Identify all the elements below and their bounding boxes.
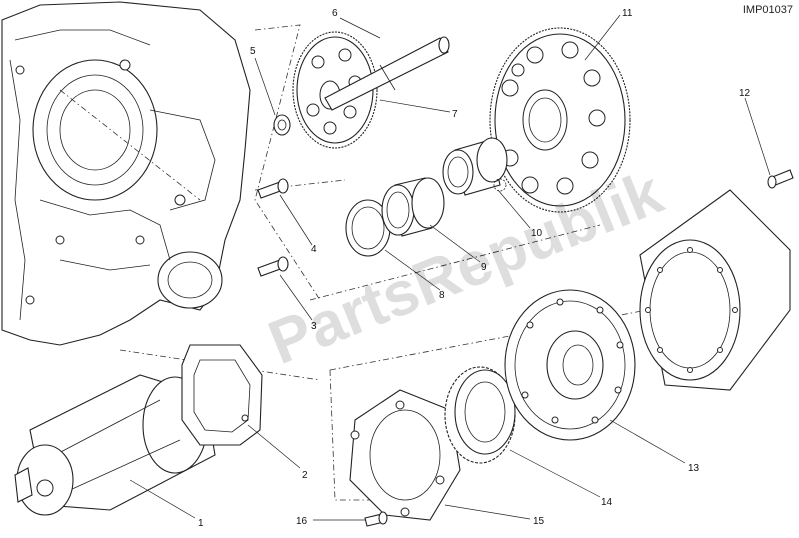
callout-14: 14 [601, 497, 613, 508]
callout-11: 11 [622, 8, 633, 19]
screw-3 [257, 256, 289, 277]
screw-4 [257, 178, 289, 199]
diagram-code: IMP01037 [742, 4, 793, 16]
crankcase-housing [1, 1, 251, 346]
callout-10: 10 [531, 228, 543, 239]
washer-8 [345, 199, 391, 257]
callout-16: 16 [296, 516, 308, 527]
washer-5 [273, 114, 291, 136]
starter-gear-11 [489, 27, 631, 213]
bushing-9 [381, 177, 445, 237]
callout-labels: 6 11 5 7 12 4 3 8 9 10 13 14 15 16 2 1 [198, 8, 751, 529]
callout-9: 9 [481, 262, 487, 273]
callout-4: 4 [311, 244, 317, 255]
callout-1: 1 [198, 518, 204, 529]
callout-5: 5 [250, 46, 256, 57]
callout-13: 13 [688, 463, 700, 474]
flange-plate-15 [349, 389, 461, 521]
callout-7: 7 [452, 109, 458, 120]
callout-2: 2 [302, 470, 308, 481]
bushing-10 [442, 137, 508, 196]
screw-16 [364, 511, 388, 527]
callout-leaders [129, 14, 771, 521]
gear-shaft-6 [324, 36, 450, 111]
callout-8: 8 [439, 290, 445, 301]
bolt-12 [767, 169, 794, 189]
gasket-2 [181, 344, 263, 446]
starter-clutch-13 [504, 289, 636, 441]
freewheel-14 [444, 366, 516, 464]
callout-6: 6 [332, 8, 338, 19]
rotor-drum [639, 189, 791, 391]
callout-3: 3 [311, 321, 317, 332]
callout-15: 15 [533, 516, 545, 527]
callout-12: 12 [739, 88, 751, 99]
